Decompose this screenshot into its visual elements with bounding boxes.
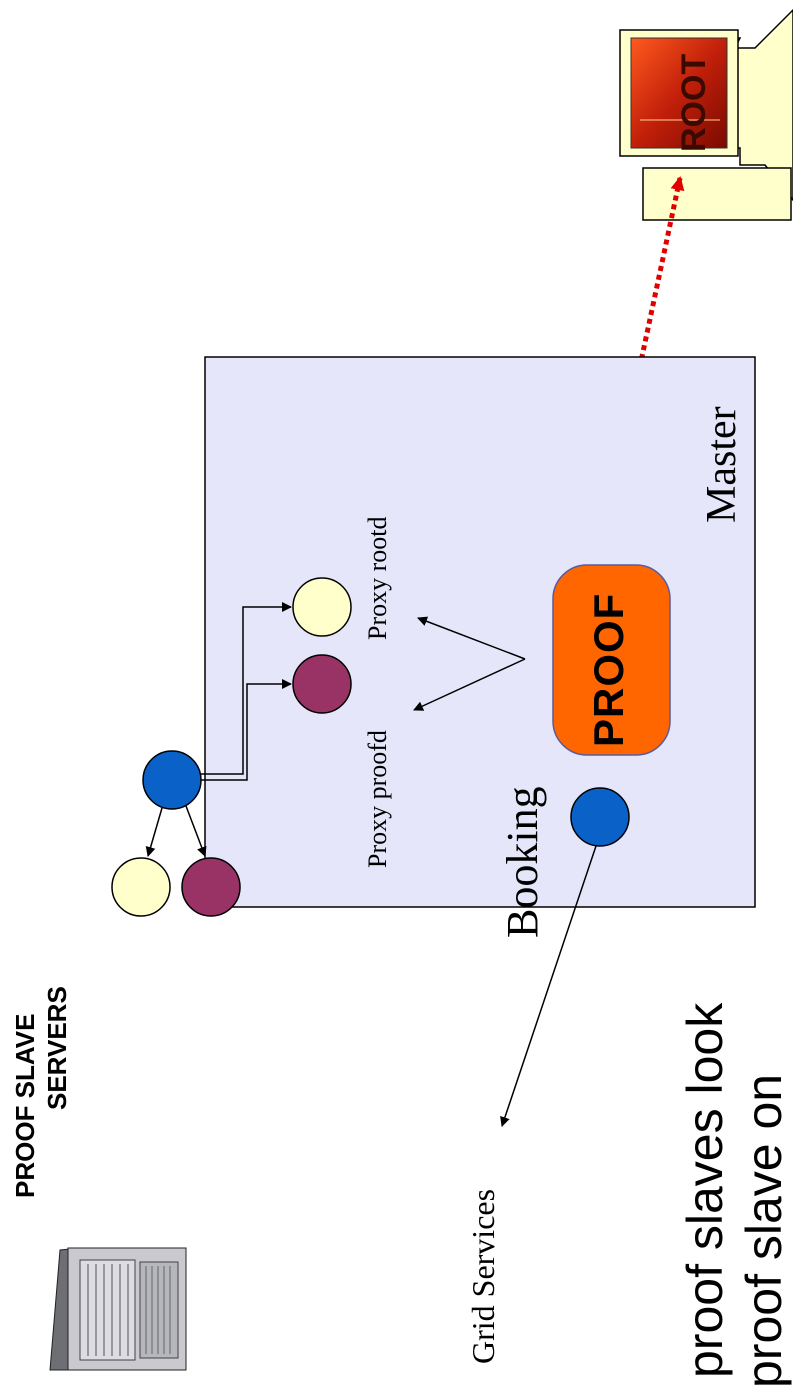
master-label: Master — [699, 406, 745, 523]
slave-servers-label-line2: SERVERS — [42, 986, 72, 1110]
slave-maroon-node — [181, 857, 241, 917]
proxy-rootd-label: Proxy rootd — [363, 516, 392, 641]
client-base — [642, 167, 792, 221]
root-label: ROOT — [675, 53, 713, 152]
proxy-rootd-node — [292, 577, 352, 637]
slave-master-node — [142, 750, 202, 810]
proxy-proofd-node — [292, 654, 352, 714]
master-box — [204, 356, 756, 908]
arrow-to-grid-services — [500, 845, 597, 1127]
arrow-to-proxy-proofd — [413, 658, 526, 711]
proof-label: PROOF — [585, 592, 632, 747]
caption-line2: proof slave on — [736, 1073, 792, 1388]
proof-process — [552, 564, 671, 756]
slave-servers-label-line1: PROOF SLAVE — [10, 1013, 40, 1198]
caption-line1: proof slaves look — [677, 1002, 733, 1378]
arrow-to-proxy-rootd — [417, 616, 526, 660]
booking-node — [570, 787, 630, 847]
connector-to-proxy-proofd — [201, 679, 292, 781]
server-tower-icon — [49, 1247, 187, 1371]
root-book-cover — [630, 37, 728, 149]
slave-cream-node — [111, 857, 171, 917]
grid-services-label: Grid Services — [465, 1188, 501, 1364]
proxy-proofd-label: Proxy proofd — [363, 730, 392, 868]
client-workstation — [619, 8, 793, 221]
connector-to-proxy-rootd — [201, 602, 292, 775]
slave-arrow-left — [145, 807, 163, 857]
slave-arrow-right — [185, 805, 207, 857]
booking-label: Booking — [498, 786, 547, 938]
